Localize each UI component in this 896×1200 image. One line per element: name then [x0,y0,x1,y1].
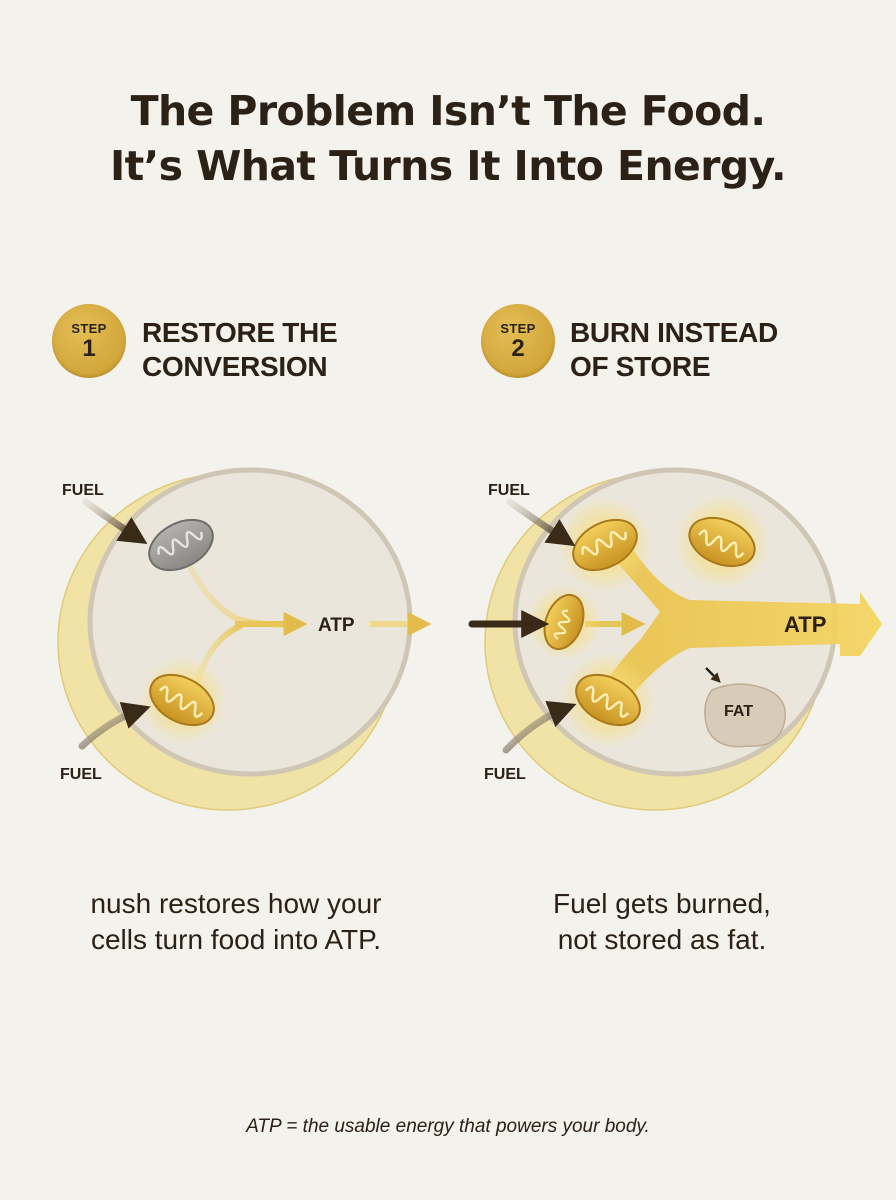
step-1-badge: STEP 1 [52,304,126,378]
page-title: The Problem Isn’t The Food. It’s What Tu… [0,84,896,194]
step-1-inactive-mitochondrion [148,518,214,572]
step-2-fuel-label-bottom: FUEL [484,766,526,783]
step-2-badge: STEP 2 [481,304,555,378]
step-1-title: RESTORE THE CONVERSION [142,316,338,384]
step-2-fat-arrow [705,667,721,683]
step-2-title: BURN INSTEAD OF STORE [570,316,778,384]
step-1-badge-number: 1 [82,335,96,362]
step-1-title-line-1: RESTORE THE [142,317,338,348]
step-2-fuel-label-top: FUEL [488,482,530,499]
step-2-cell: FUEL FUEL ATP FAT [468,467,882,811]
step-2-badge-label: STEP [500,321,536,336]
step-1-fuel-label-top: FUEL [62,482,104,499]
step-2-title-line-1: BURN INSTEAD [570,317,778,348]
step-1-cell: FUEL FUEL ATP [57,467,432,811]
step-2-title-line-2: OF STORE [570,351,711,382]
step-2-mitochondrion-middle [543,593,585,651]
step-1-caption: nush restores how your cells turn food i… [46,886,426,958]
step-2-fat-label: FAT [724,703,753,720]
step-1-atp-label: ATP [318,615,355,636]
atp-definition-footnote: ATP = the usable energy that powers your… [246,1116,650,1137]
step-2-atp-stream [600,548,882,702]
step-2-mitochondrion-top-right [688,516,756,568]
step-2-caption-line-1: Fuel gets burned, [553,888,771,919]
step-2-mitochondrion-bottom [575,673,641,727]
step-1-fuel-arrow-bottom [78,702,151,750]
step-2-caption-line-2: not stored as fat. [557,924,767,955]
step-1-badge-label: STEP [71,321,107,336]
step-2-fat-deposit [704,683,786,748]
step-2-mitochondrion-top-left [572,518,638,572]
step-2-fuel-arrow-bottom [502,701,577,754]
step-2-atp-label: ATP [784,612,826,637]
step-2-badge-number: 2 [511,335,525,362]
step-2-fuel-arrow-top [506,498,576,547]
page-title-line-1: The Problem Isn’t The Food. [130,87,766,135]
step-1-caption-line-2: cells turn food into ATP. [90,924,382,955]
page-title-line-2: It’s What Turns It Into Energy. [110,142,787,190]
step-1-fuel-arrow-top [82,498,148,545]
step-1-caption-line-1: nush restores how your [90,888,382,919]
step-1-active-mitochondrion [149,673,215,727]
step-2-caption: Fuel gets burned, not stored as fat. [472,886,852,958]
step-1-title-line-2: CONVERSION [142,351,328,382]
step-1-fuel-label-bottom: FUEL [60,766,102,783]
